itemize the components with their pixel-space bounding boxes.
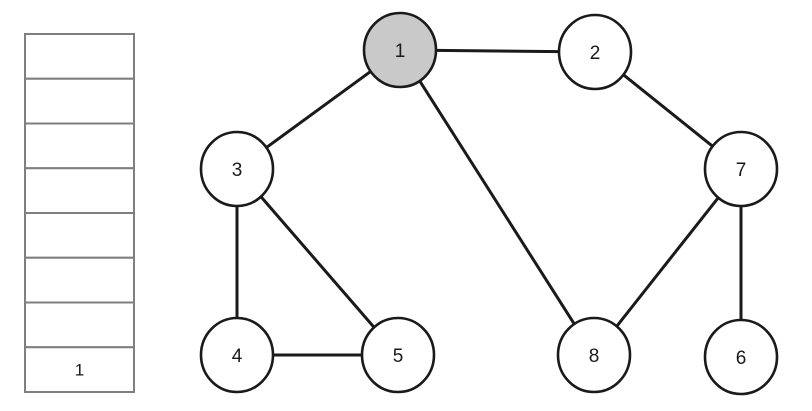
graph-edge-1-3 bbox=[264, 69, 373, 150]
graph-node-8[interactable] bbox=[556, 316, 632, 394]
graph-node-label-5: 5 bbox=[393, 346, 404, 367]
graph-node-6[interactable] bbox=[703, 318, 779, 396]
graph-edges bbox=[235, 48, 743, 357]
graph-node-label-4: 4 bbox=[232, 346, 243, 367]
graph-edge-1-2 bbox=[433, 48, 562, 54]
graph-node-label-3: 3 bbox=[232, 160, 243, 181]
stack-cell[interactable] bbox=[24, 167, 135, 214]
stack-cell[interactable] bbox=[24, 122, 135, 170]
graph-node-4[interactable] bbox=[199, 316, 275, 394]
graph-node-label-2: 2 bbox=[590, 43, 601, 64]
graph-node-label-6: 6 bbox=[736, 348, 747, 369]
graph-edge-2-7 bbox=[621, 72, 715, 149]
stack-cell[interactable] bbox=[24, 256, 135, 304]
graph-node-5[interactable] bbox=[360, 316, 436, 394]
graph-node-label-8: 8 bbox=[589, 346, 600, 367]
stack-cell[interactable] bbox=[24, 212, 135, 259]
graph-edge-3-5 bbox=[258, 194, 377, 330]
traversal-stack: 1 bbox=[24, 33, 135, 393]
graph-edge-1-8 bbox=[417, 78, 577, 327]
graph-edge-7-8 bbox=[614, 195, 721, 329]
graph-node-3[interactable] bbox=[199, 130, 275, 208]
graph-node-label-1: 1 bbox=[395, 41, 406, 62]
graph-node-2[interactable] bbox=[557, 13, 633, 91]
stack-cell[interactable] bbox=[24, 301, 135, 349]
graph-node-7[interactable] bbox=[703, 130, 779, 208]
stack-cell[interactable] bbox=[24, 346, 135, 393]
graph-nodes: 1 2 3 7 4 5 8 6 bbox=[199, 11, 779, 396]
stack-cell[interactable] bbox=[24, 33, 135, 80]
graph-node-1[interactable] bbox=[362, 11, 438, 89]
stack-cell[interactable] bbox=[24, 77, 135, 125]
stack-cell-label: 1 bbox=[75, 361, 84, 380]
graph-node-label-7: 7 bbox=[736, 160, 747, 181]
